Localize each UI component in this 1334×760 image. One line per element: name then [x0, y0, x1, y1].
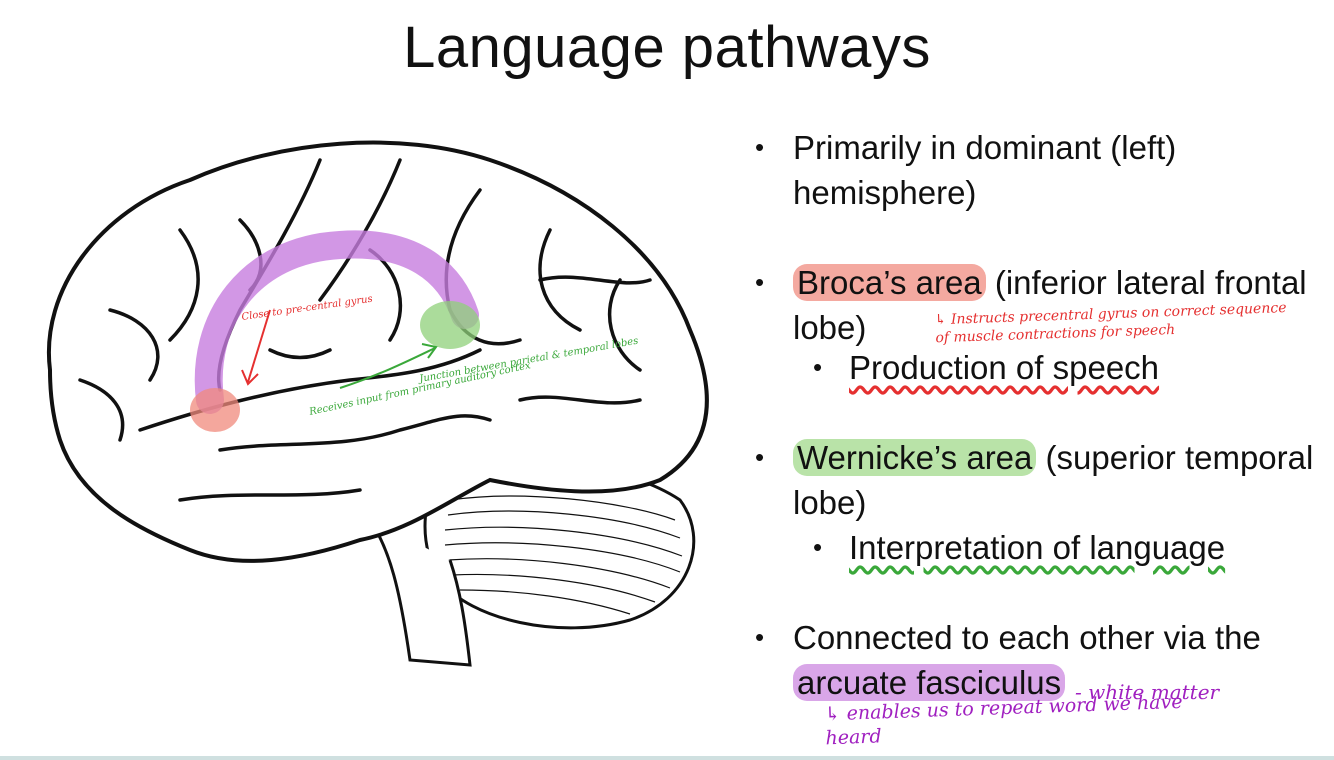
brain-diagram: Close to pre-central gyrus Receives inpu… [46, 140, 709, 667]
bullet-dot: • [813, 532, 823, 562]
slide-title: Language pathways [403, 15, 931, 80]
broca-highlight: Broca’s area [793, 264, 986, 301]
bullet-dot: • [755, 442, 765, 472]
bullet-text: Production of speech [849, 349, 1160, 386]
bullet-text: arcuate fasciculus [793, 660, 1333, 705]
white-matter-note: - white matter [1075, 680, 1220, 704]
bullet-text: Broca’s area (inferior lateral frontal l… [793, 260, 1333, 350]
bullet-dot: • [755, 132, 765, 162]
bullet-text: Connected to each other via the [793, 619, 1261, 656]
bullet-text: Primarily in dominant (left) hemisphere) [793, 129, 1177, 211]
wernicke-highlight: Wernicke’s area [793, 439, 1037, 476]
bullet-dot: • [755, 267, 765, 297]
bullet-dot: • [813, 352, 823, 382]
red-arrow [247, 309, 271, 383]
green-arrow [339, 347, 436, 389]
brainstem [368, 519, 472, 667]
bullet-text: Interpretation of language [849, 529, 1226, 566]
wernicke-detail: (superior temporal lobe) [793, 439, 1314, 521]
wernicke-area [420, 301, 480, 349]
cerebellum-folds [444, 495, 683, 615]
sulci [78, 158, 652, 502]
arcuate-highlight: arcuate fasciculus [793, 664, 1066, 701]
broca-detail: (inferior lateral frontal lobe) [793, 264, 1307, 346]
slide-bottom-border [0, 756, 1334, 760]
arcuate-fasciculus [194, 230, 479, 414]
brain-illustration: Close to pre-central gyrus Receives inpu… [20, 120, 720, 680]
bullet-dot: • [755, 622, 765, 652]
bullet-text: Wernicke’s area (superior temporal lobe) [793, 435, 1333, 525]
broca-area [190, 388, 240, 432]
